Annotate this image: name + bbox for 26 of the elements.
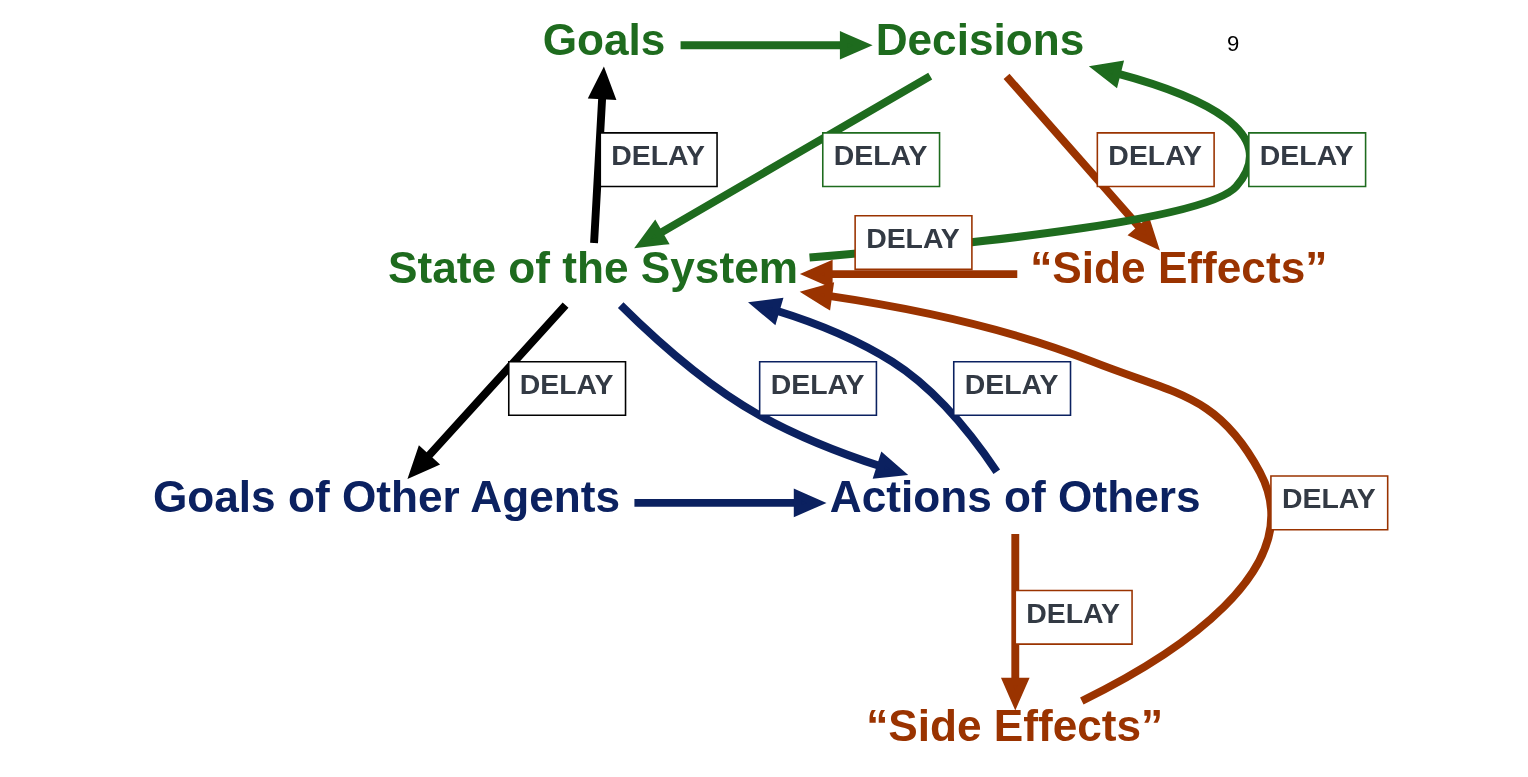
node-text: State of the System <box>388 243 798 293</box>
edge-label: DELAY <box>770 367 865 400</box>
edge-label: DELAY <box>519 367 614 400</box>
edge-label: DELAY <box>833 139 928 172</box>
node-text: “Side Effects” <box>1030 243 1328 293</box>
arrow <box>617 302 909 479</box>
arrow <box>407 302 569 480</box>
edge-label: DELAY <box>964 367 1059 400</box>
edge-label: DELAY <box>611 139 705 172</box>
arrow <box>587 66 617 244</box>
arrow <box>634 72 933 249</box>
edge-label: DELAY <box>1281 482 1376 515</box>
node-text: Actions of Others <box>829 472 1201 522</box>
edge-label: DELAY <box>1108 139 1203 172</box>
node-text: Goals <box>542 14 666 64</box>
edge-label: DELAY <box>1259 139 1354 172</box>
arrow <box>748 297 1001 474</box>
node-text: “Side Effects” <box>866 701 1164 751</box>
node-text: Decisions <box>875 14 1085 64</box>
label: 9 <box>1226 31 1240 57</box>
edge-label: DELAY <box>1026 596 1120 629</box>
arrow <box>799 282 1275 705</box>
node-text: Goals of Other Agents <box>152 472 621 522</box>
arrow <box>1000 533 1030 711</box>
edge-label: DELAY <box>866 221 960 254</box>
arrow <box>1003 73 1160 251</box>
